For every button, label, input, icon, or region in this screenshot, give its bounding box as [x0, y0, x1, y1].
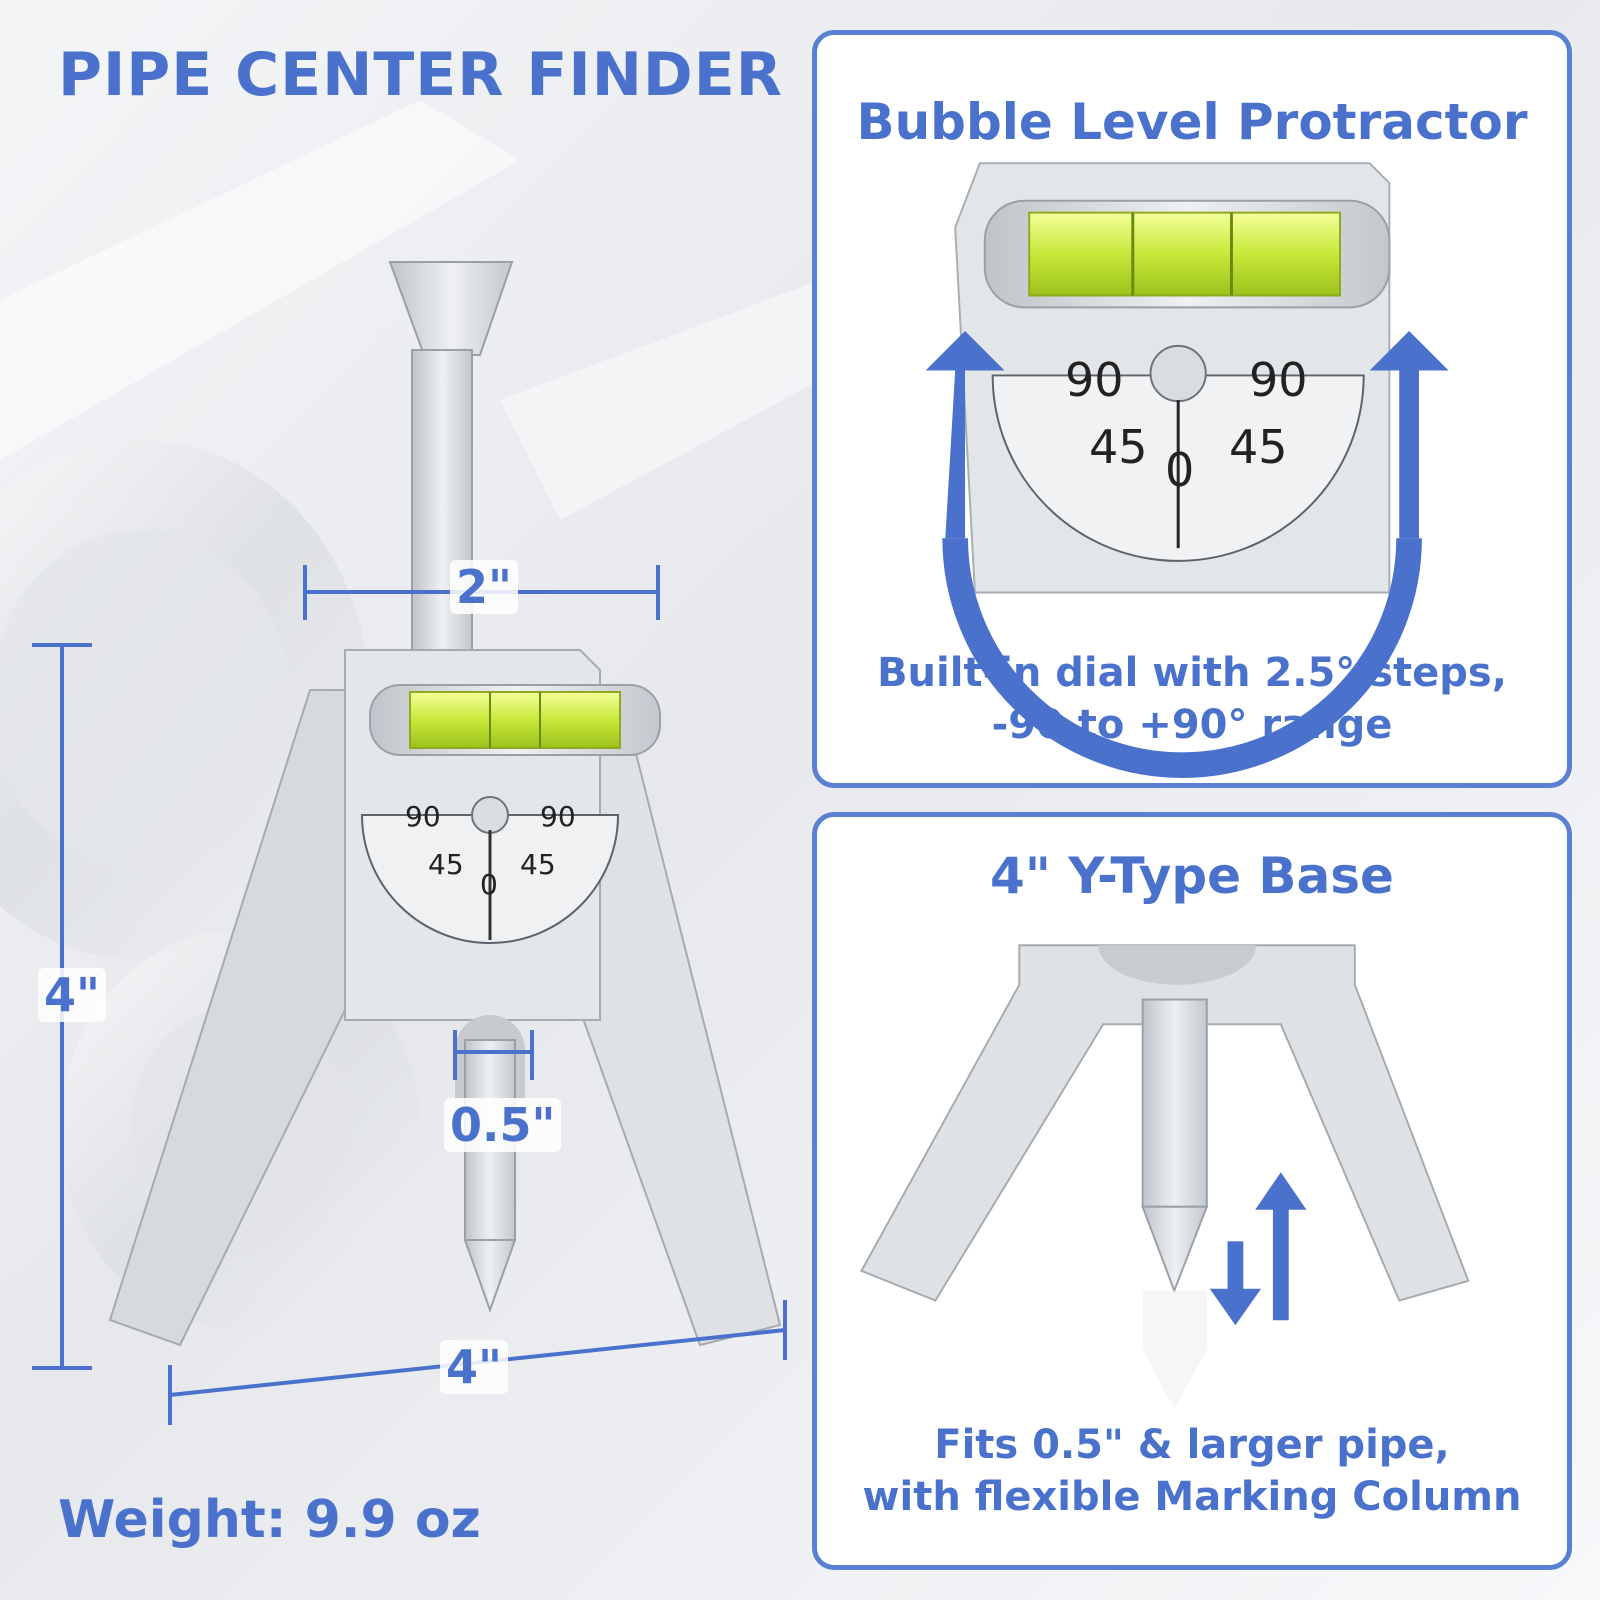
main-dial-zero: 0 [480, 868, 498, 901]
panel-base: 4" Y-Type Base Fits 0.5" & larger pipe, … [812, 812, 1572, 1570]
main-dial-45-right: 45 [520, 848, 556, 881]
protractor-dial-90-left: 90 [1065, 353, 1124, 407]
protractor-dial-45-left: 45 [1089, 420, 1148, 474]
protractor-caption-line1: Built-in dial with 2.5° steps, [877, 650, 1507, 696]
protractor-dial-45-right: 45 [1229, 420, 1288, 474]
dimension-height: 4" [38, 968, 106, 1022]
dimension-top-width: 2" [450, 560, 518, 614]
protractor-dial-zero: 0 [1165, 443, 1195, 497]
main-dial-90-right: 90 [540, 800, 576, 833]
protractor-dial-90-right: 90 [1249, 353, 1308, 407]
panel-base-caption: Fits 0.5" & larger pipe, with flexible M… [817, 1419, 1567, 1523]
base-closeup-art [860, 944, 1470, 1410]
base-caption-line2: with flexible Marking Column [862, 1474, 1522, 1520]
weight-label: Weight: 9.9 oz [58, 1490, 481, 1550]
panel-protractor-caption: Built-in dial with 2.5° steps, -90 to +9… [817, 647, 1567, 751]
protractor-caption-line2: -90 to +90° range [991, 702, 1393, 748]
panel-protractor: Bubble Level Protractor 0 45 45 90 90 Bu… [812, 30, 1572, 788]
panel-base-title: 4" Y-Type Base [990, 847, 1394, 905]
page-title: PIPE CENTER FINDER [58, 40, 783, 110]
dimension-tip-width: 0.5" [444, 1098, 562, 1152]
protractor-closeup-art [925, 162, 1449, 778]
main-dial-90-left: 90 [405, 800, 441, 833]
main-dial-45-left: 45 [428, 848, 464, 881]
base-caption-line1: Fits 0.5" & larger pipe, [934, 1422, 1450, 1468]
dimension-base-width: 4" [440, 1340, 508, 1394]
panel-protractor-title: Bubble Level Protractor [856, 93, 1528, 151]
